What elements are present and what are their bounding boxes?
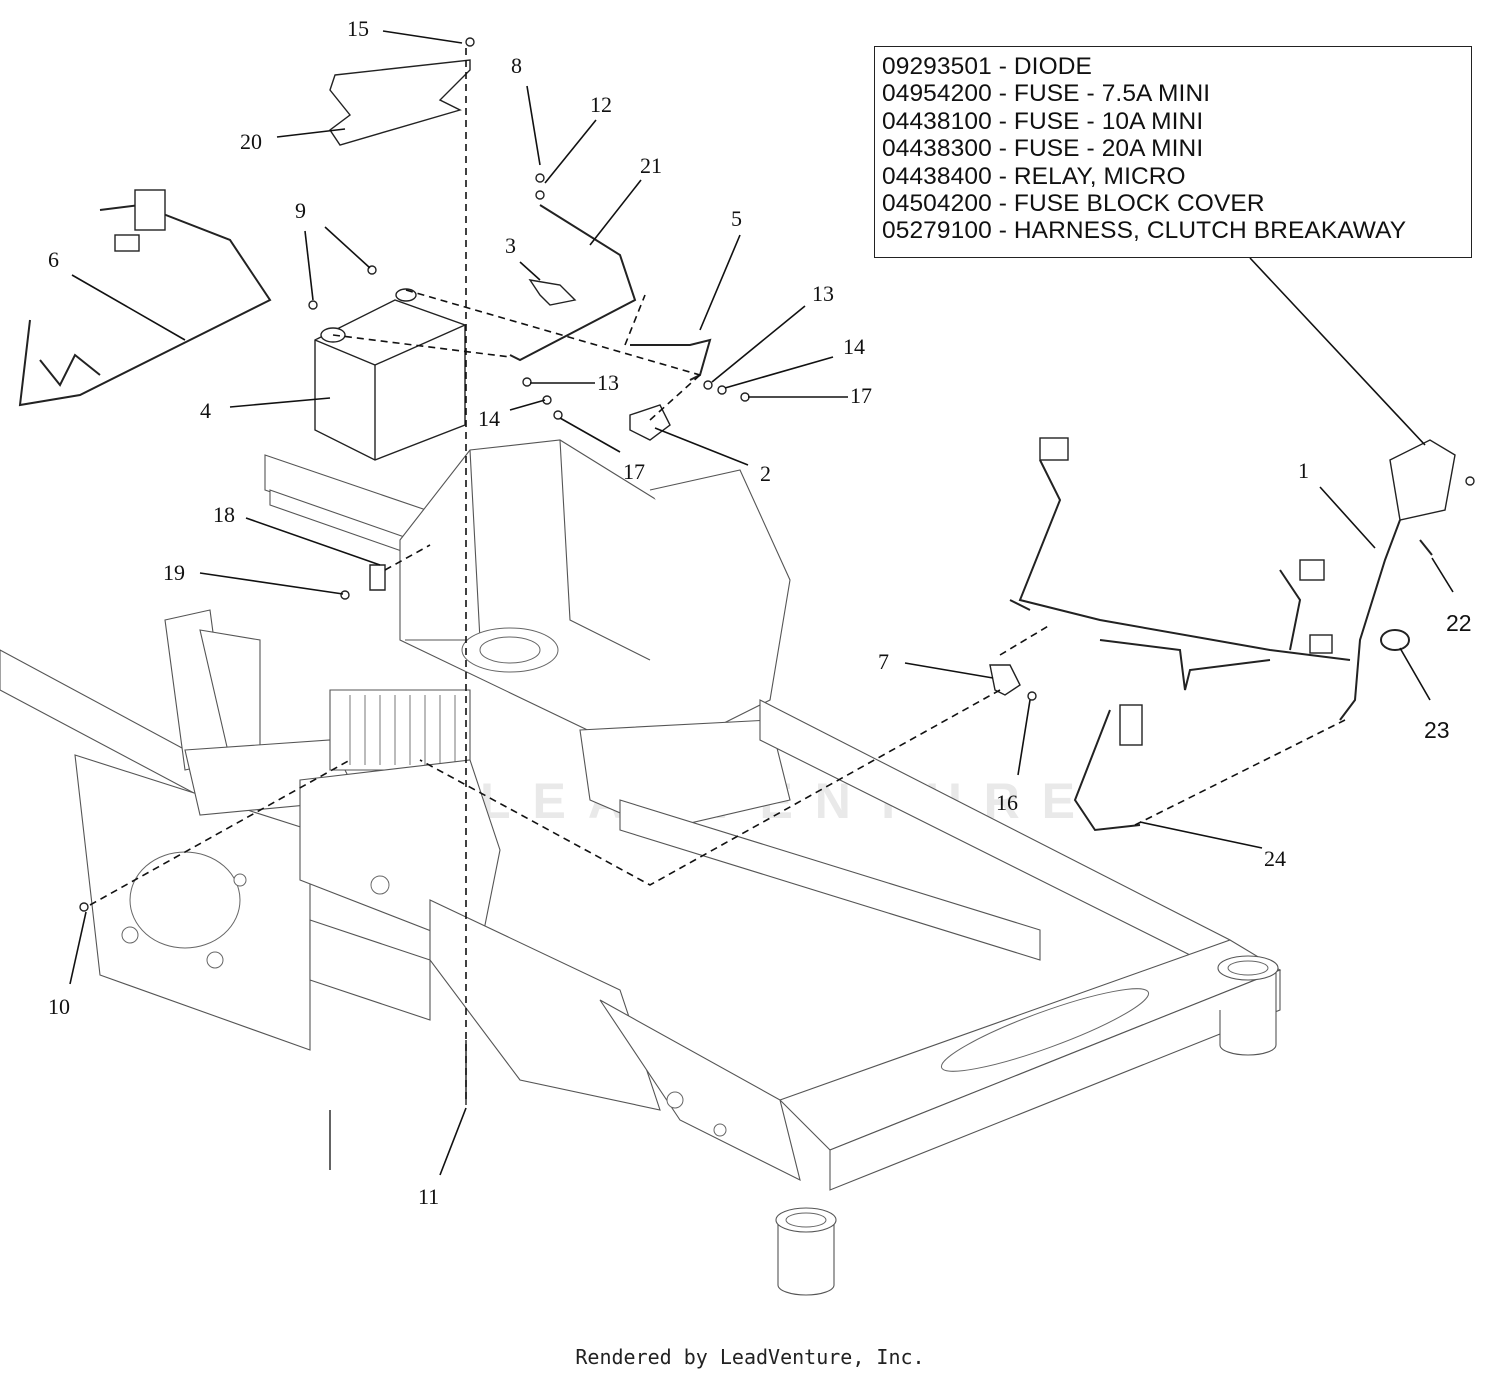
main-harness-1 bbox=[1009, 437, 1456, 721]
callout-8: 8 bbox=[511, 53, 522, 78]
callout-13-right: 13 bbox=[812, 281, 834, 306]
legend-line-relay: 04438400 - RELAY, MICRO bbox=[882, 162, 1186, 190]
callout-4: 4 bbox=[200, 398, 211, 423]
alignment-lines bbox=[89, 48, 1346, 1100]
callout-5: 5 bbox=[731, 206, 742, 231]
callout-14-right: 14 bbox=[843, 334, 865, 359]
legend-line-fuse-block-cover: 04504200 - FUSE BLOCK COVER bbox=[882, 190, 1265, 218]
mower-frame bbox=[0, 439, 1282, 1296]
callout-15: 15 bbox=[347, 16, 369, 41]
part-number-legend: 09293501 - DIODE 04954200 - FUSE - 7.5A … bbox=[874, 46, 1472, 258]
terminal-cover-2 bbox=[629, 404, 671, 441]
legend-line-fuse-10a: 04438100 - FUSE - 10A MINI bbox=[882, 107, 1204, 135]
connector-24 bbox=[1119, 704, 1143, 746]
callout-12: 12 bbox=[590, 92, 612, 117]
callout-9: 9 bbox=[295, 198, 306, 223]
callout-16: 16 bbox=[996, 790, 1018, 815]
callout-7: 7 bbox=[878, 649, 889, 674]
callout-3: 3 bbox=[505, 233, 516, 258]
diode-22 bbox=[1419, 539, 1433, 556]
bracket-7 bbox=[989, 664, 1021, 696]
callout-20: 20 bbox=[240, 129, 262, 154]
legend-line-diode: 09293501 - DIODE bbox=[882, 53, 1092, 80]
callout-23: 23 bbox=[1424, 717, 1450, 743]
callout-24: 24 bbox=[1264, 846, 1286, 871]
callout-17-right: 17 bbox=[850, 383, 872, 408]
callout-14-center: 14 bbox=[478, 406, 500, 431]
harness-24 bbox=[1073, 709, 1141, 832]
terminal-cover-3 bbox=[528, 279, 577, 306]
battery-bracket-20 bbox=[329, 59, 471, 146]
battery-cable-5 bbox=[630, 338, 712, 381]
leader-lines bbox=[69, 30, 1454, 1176]
legend-line-fuse-20a: 04438300 - FUSE - 20A MINI bbox=[882, 135, 1204, 163]
harness-item-6 bbox=[18, 189, 272, 407]
callout-6: 6 bbox=[48, 247, 59, 272]
callout-17-center: 17 bbox=[623, 459, 645, 484]
battery bbox=[314, 288, 466, 461]
callout-1: 1 bbox=[1298, 458, 1309, 483]
fasteners bbox=[79, 37, 1475, 912]
callout-2: 2 bbox=[760, 461, 771, 486]
callout-22: 22 bbox=[1446, 610, 1472, 636]
battery-cable-21 bbox=[509, 204, 637, 362]
callout-19: 19 bbox=[163, 560, 185, 585]
legend-line-fuse-7-5a: 04954200 - FUSE - 7.5A MINI bbox=[882, 80, 1211, 108]
callout-21: 21 bbox=[640, 153, 662, 178]
callout-11: 11 bbox=[418, 1184, 439, 1209]
callout-13-center: 13 bbox=[597, 370, 619, 395]
callout-10: 10 bbox=[48, 994, 70, 1019]
cable-tie-23 bbox=[1380, 629, 1410, 651]
callout-numbers: 15 8 12 21 20 9 3 6 5 13 14 17 4 13 14 1… bbox=[48, 16, 1472, 1209]
footer-credit: Rendered by LeadVenture, Inc. bbox=[575, 1345, 925, 1369]
legend-line-harness: 05279100 - HARNESS, CLUTCH BREAKAWAY bbox=[882, 217, 1407, 245]
callout-18: 18 bbox=[213, 502, 235, 527]
